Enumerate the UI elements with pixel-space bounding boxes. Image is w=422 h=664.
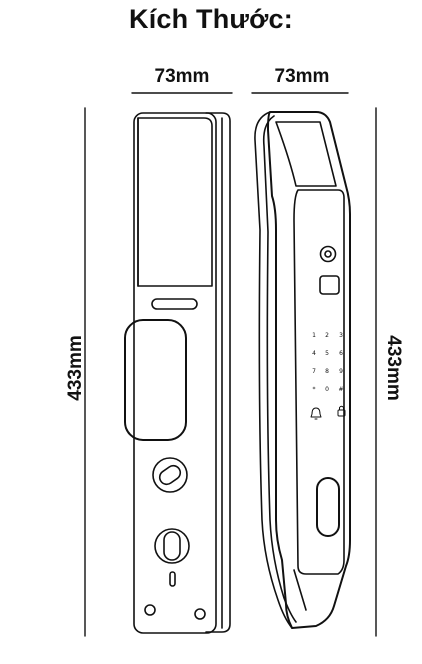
side-width-label: 73mm [274,66,330,87]
side-body [267,111,351,629]
keypad-key: 2 [325,332,329,339]
side-edge-inner [262,115,297,623]
dimension-lines [84,92,377,637]
keypad-key: 0 [325,386,329,393]
key-cylinder-core [163,531,181,561]
side-handle-slot [316,477,340,537]
side-view [254,111,351,629]
front-cover [137,117,213,287]
keypad: 1 2 3 4 5 6 7 8 9 * 0 # [312,332,343,393]
keypad-key: 6 [339,350,343,357]
front-width-label: 73mm [154,66,210,87]
front-view [124,112,231,634]
front-body [133,112,217,634]
keypad-key: * [313,386,316,393]
keypad-key: 4 [312,350,316,357]
display-window [319,275,340,295]
key-cylinder [154,528,190,564]
bell-icon [310,407,322,420]
side-edge-outer [254,111,293,629]
keypad-key: 5 [325,350,329,357]
camera-sensor [319,245,337,263]
screw-left [144,604,156,616]
front-plate-edge [205,112,231,633]
thumb-turn [152,457,188,493]
thumb-turn-knob [158,464,182,486]
side-bottom-lip [293,569,307,611]
keypad-key: 8 [325,368,329,375]
camera-lens [324,250,332,258]
front-handle [124,319,187,441]
keypad-key: 1 [312,332,316,339]
side-top-cover [275,121,337,187]
lock-icon [337,405,346,417]
screw-right [194,608,206,620]
side-front-panel [293,189,345,575]
keypad-key: 7 [312,368,316,375]
page-title: Kích Thước: [129,4,293,34]
keypad-key: 3 [339,332,343,339]
keypad-key: 9 [339,368,343,375]
front-slot [151,298,198,310]
keypad-key: # [338,386,343,393]
key-hole [169,571,176,587]
